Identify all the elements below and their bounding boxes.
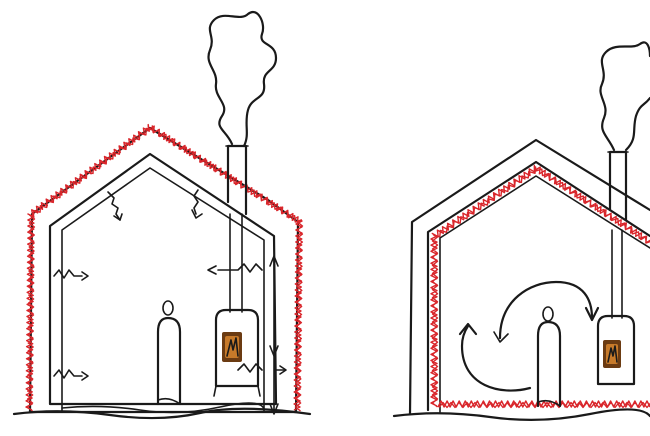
right-chimney-icon (608, 152, 628, 318)
right-smoke-icon (600, 42, 650, 150)
right-person-icon (538, 307, 560, 406)
left-chimney-icon (226, 146, 248, 312)
left-heat-arrow-icons (54, 190, 286, 380)
right-house (394, 42, 650, 420)
left-person-icon (158, 301, 180, 404)
right-outer-wall-outline (410, 140, 650, 414)
right-stove-icon (598, 316, 634, 384)
left-house (14, 12, 310, 418)
left-smoke-icon (208, 12, 276, 146)
left-stove-icon (214, 310, 260, 396)
right-circulation-arrow-icons (460, 282, 598, 391)
left-room-outline (62, 168, 264, 412)
left-ground-line (14, 409, 310, 418)
right-inner-insulation (431, 166, 650, 408)
right-floor-insulation (438, 401, 650, 408)
right-ground-line (394, 409, 650, 419)
